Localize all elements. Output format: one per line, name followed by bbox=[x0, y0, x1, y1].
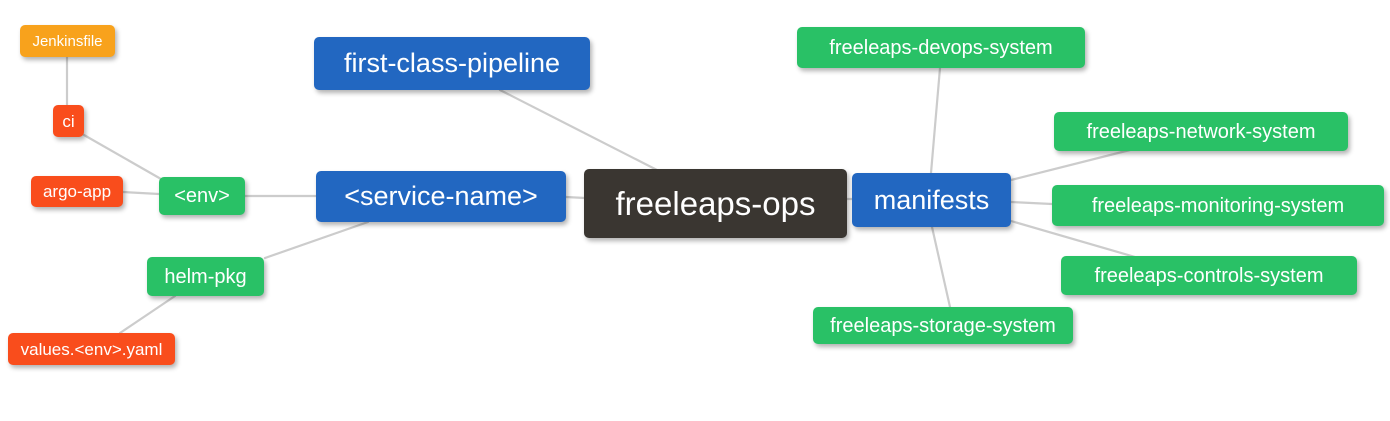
node-argo-app[interactable]: argo-app bbox=[31, 176, 123, 207]
node-env[interactable]: <env> bbox=[159, 177, 245, 215]
node-helm-pkg[interactable]: helm-pkg bbox=[147, 257, 264, 296]
node-freeleaps-network-system[interactable]: freeleaps-network-system bbox=[1054, 112, 1348, 151]
node-service-name[interactable]: <service-name> bbox=[316, 171, 566, 222]
edge-argo-app-to-env bbox=[121, 190, 161, 196]
node-freeleaps-controls-system[interactable]: freeleaps-controls-system bbox=[1061, 256, 1357, 295]
edge-manifests-to-freeleaps-controls-system bbox=[1009, 219, 1137, 259]
node-values-env-yaml[interactable]: values.<env>.yaml bbox=[8, 333, 175, 365]
edge-manifests-to-freeleaps-network-system bbox=[1009, 148, 1132, 182]
edge-manifests-to-freeleaps-devops-system bbox=[929, 66, 942, 175]
node-jenkinsfile[interactable]: Jenkinsfile bbox=[20, 25, 115, 57]
edge-first-class-pipeline-to-freeleaps-ops bbox=[498, 88, 659, 172]
node-freeleaps-monitoring-system[interactable]: freeleaps-monitoring-system bbox=[1052, 185, 1384, 226]
node-manifests[interactable]: manifests bbox=[852, 173, 1011, 227]
node-freeleaps-storage-system[interactable]: freeleaps-storage-system bbox=[813, 307, 1073, 344]
edge-service-name-to-freeleaps-ops bbox=[564, 195, 587, 200]
edge-manifests-to-freeleaps-monitoring-system bbox=[1009, 200, 1054, 206]
edge-manifests-to-freeleaps-storage-system bbox=[930, 225, 952, 309]
node-freeleaps-devops-system[interactable]: freeleaps-devops-system bbox=[797, 27, 1085, 68]
edge-ci-to-env bbox=[82, 133, 163, 181]
node-freeleaps-ops[interactable]: freeleaps-ops bbox=[584, 169, 847, 238]
node-first-class-pipeline[interactable]: first-class-pipeline bbox=[314, 37, 590, 90]
node-ci[interactable]: ci bbox=[53, 105, 84, 137]
edge-service-name-to-helm-pkg bbox=[263, 220, 370, 260]
edge-helm-pkg-to-values-env-yaml bbox=[118, 294, 177, 335]
